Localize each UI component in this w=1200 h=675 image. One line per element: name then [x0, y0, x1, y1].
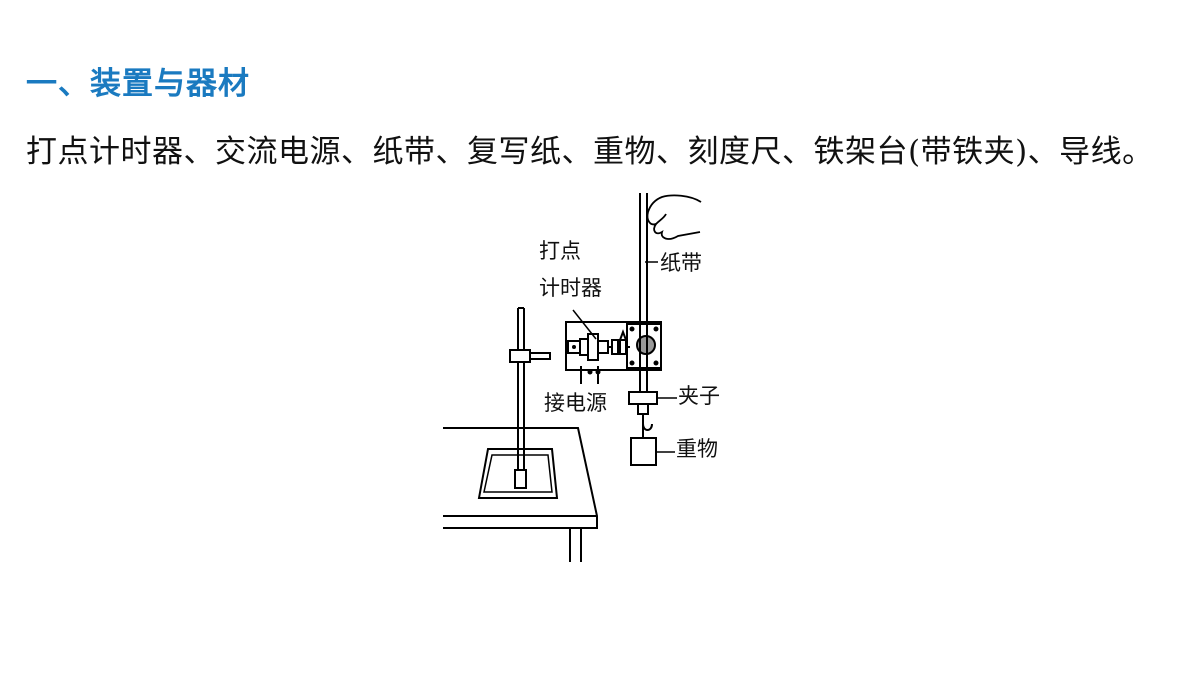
clip [628, 391, 677, 431]
timer-board [565, 309, 662, 384]
apparatus-diagram: 打点 计时器 纸带 接电源 夹子 重物 [430, 185, 760, 565]
label-weight: 重物 [676, 437, 718, 461]
table [443, 427, 598, 562]
section-heading: 一、装置与器材 [26, 66, 250, 102]
hand-drawing [646, 194, 702, 240]
label-power: 接电源 [544, 391, 607, 415]
stand-rod [509, 307, 551, 470]
stand-base [477, 448, 559, 499]
label-paper-tape: 纸带 [660, 251, 702, 275]
paper-tape [639, 193, 658, 392]
materials-text: 打点计时器、交流电源、纸带、复写纸、重物、刻度尺、铁架台(带铁夹)、导线。 [26, 134, 1154, 170]
label-clip: 夹子 [678, 384, 720, 408]
weight [630, 424, 675, 466]
label-timer-line1: 打点 [539, 239, 581, 263]
label-timer-line2: 计时器 [539, 276, 602, 300]
